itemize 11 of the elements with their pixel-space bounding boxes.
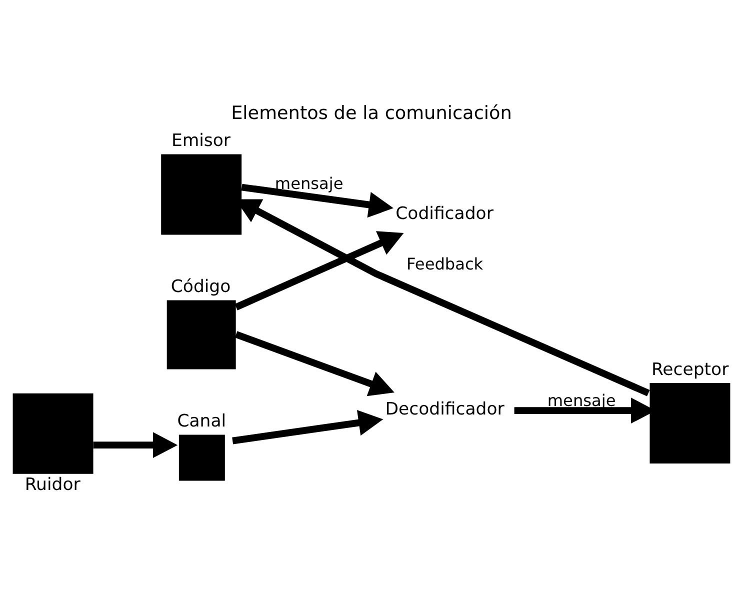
node-label: Canal: [177, 411, 226, 432]
node-label: Ruidor: [24, 474, 80, 494]
edge-label: mensaje: [547, 390, 616, 410]
node-label: Emisor: [171, 130, 231, 151]
node-label: Receptor: [651, 359, 729, 380]
node-label: Código: [170, 276, 231, 297]
node-text: Codificador: [396, 204, 494, 224]
node-text: Decodificador: [385, 399, 504, 420]
edge-label: Feedback: [406, 254, 484, 273]
edge-label: mensaje: [274, 173, 344, 192]
diagram-title: Elementos de la comunicación: [231, 102, 512, 124]
